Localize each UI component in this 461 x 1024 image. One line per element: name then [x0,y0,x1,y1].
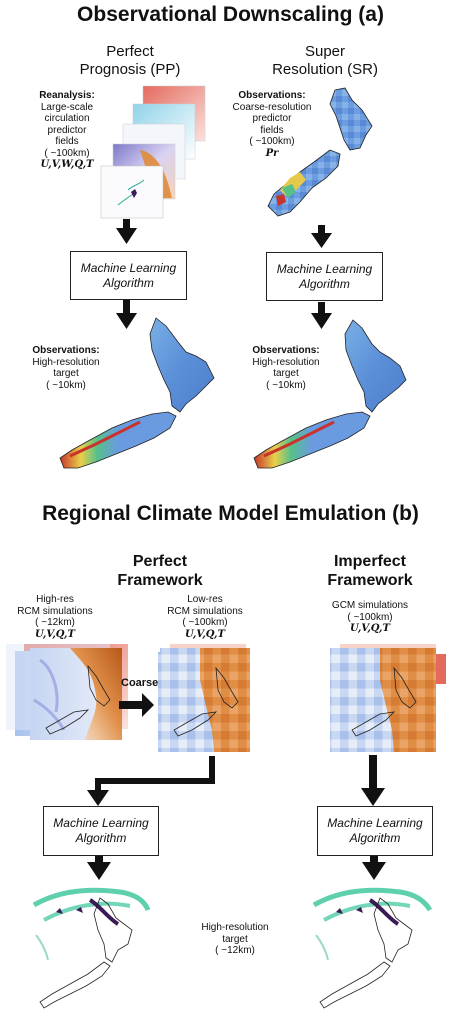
pp-variables: U,V,W,Q,T [40,159,94,170]
lowres-line: RCM simulations [167,605,243,617]
output-target-line: target [222,933,248,945]
pp-desc-line: fields [55,136,79,147]
pp-box-line1: Machine Learning [80,260,177,275]
gcm-line: GCM simulations [331,600,409,611]
sr-target-line: ( ~10km) [266,379,306,391]
lowres-line: ( ~100km) [182,617,228,628]
gcm-line: ( ~100km) [347,611,393,623]
coarsen-arrow [119,693,154,717]
output-map-left [32,882,151,1018]
pp-title-line1: Perfect [106,43,154,60]
sr-source-label: Observations: [238,90,306,101]
sr-target-caption: Observations: High-resolution target ( ~… [244,345,328,391]
sr-title: Super Resolution (SR) [265,43,385,79]
pp-source-label: Reanalysis: [39,90,95,101]
pp-target-label: Observations: [32,345,100,356]
pp-desc-line: circulation [44,113,90,124]
section-b-title: Regional Climate Model Emulation (b) [42,502,419,525]
arrows-to-output [87,856,386,880]
imperfect-box-line2: Algorithm [349,831,401,845]
sr-desc-line: Coarse-resolution [232,101,312,113]
sr-title-line2: Resolution (SR) [272,61,378,78]
perfect-title-line1: Perfect [132,553,188,570]
perfect-title-line2: Framework [117,572,203,589]
sr-resolution: ( ~100km) [249,136,295,147]
imperfect-title: Imperfect Framework [305,552,435,590]
sr-target-line: High-resolution [252,356,320,368]
lowres-caption: Low-res RCM simulations ( ~100km) U,V,Q,… [155,594,255,640]
output-target-line: High-resolution [201,922,269,933]
pp-target-caption: Observations: High-resolution target ( ~… [24,345,108,391]
sr-target-line: target [273,368,299,379]
gcm-variables: U,V,Q,T [350,623,390,634]
perfect-box-line1: Machine Learning [53,816,149,830]
output-target-caption: High-resolution target ( ~12km) [185,922,285,957]
sr-title-line1: Super [304,43,346,60]
sr-box-line1: Machine Learning [276,261,373,276]
pp-target-line: High-resolution [32,356,100,368]
section-a-title: Observational Downscaling (a) [77,3,384,26]
pp-resolution: ( ~100km) [44,147,90,159]
imperfect-down-arrow [361,755,385,806]
sr-ml-box: Machine Learning Algorithm [266,252,383,301]
sr-predictor-caption: Observations: Coarse-resolution predicto… [232,90,312,159]
pp-target-line: ( ~10km) [46,379,86,391]
perfect-ml-box: Machine Learning Algorithm [43,806,159,856]
gcm-stack [330,644,446,752]
pp-ml-box: Machine Learning Algorithm [70,251,187,300]
sr-coarse-map [267,87,373,217]
output-map-right [312,882,436,1018]
pp-title-line2: Prognosis (PP) [79,61,181,78]
highres-caption: High-res RCM simulations ( ~12km) U,V,Q,… [10,594,100,640]
pp-title: Perfect Prognosis (PP) [70,43,190,79]
perfect-title: Perfect Framework [95,552,225,590]
coarsen-label: Coarse [121,677,159,689]
sr-target-label: Observations: [252,345,320,356]
imperfect-ml-box: Machine Learning Algorithm [317,806,433,856]
lowres-line: Low-res [187,594,223,605]
sr-desc-line: predictor [252,113,292,124]
lowres-rcm-stack [158,644,250,752]
imperfect-box-line1: Machine Learning [327,816,423,830]
sr-variables: Pr [265,147,279,159]
imperfect-title-line2: Framework [327,572,413,589]
highres-variables: U,V,Q,T [35,628,75,640]
highres-rcm-stack [6,644,128,740]
pp-highres-map [59,317,215,469]
gcm-caption: GCM simulations ( ~100km) U,V,Q,T [320,600,420,635]
perfect-box-line2: Algorithm [75,831,127,845]
elbow-connector [87,756,215,806]
pp-desc-line: Large-scale [40,101,94,113]
highres-line: RCM simulations [17,605,93,617]
output-target-line: ( ~12km) [215,945,255,956]
imperfect-title-line1: Imperfect [333,553,407,570]
highres-line: ( ~12km) [35,617,75,628]
lowres-variables: U,V,Q,T [185,628,225,640]
sr-desc-line: fields [260,124,284,136]
highres-line: High-res [36,594,74,605]
pp-desc-line: predictor [47,124,87,136]
sr-box-line2: Algorithm [299,276,350,291]
arrows-section-a [116,219,332,329]
pp-box-line2: Algorithm [103,275,154,290]
sr-highres-map [253,319,407,469]
pp-predictor-caption: Reanalysis: Large-scale circulation pred… [28,90,106,171]
pp-stacked-fields [100,85,206,219]
pp-target-line: target [53,368,79,379]
